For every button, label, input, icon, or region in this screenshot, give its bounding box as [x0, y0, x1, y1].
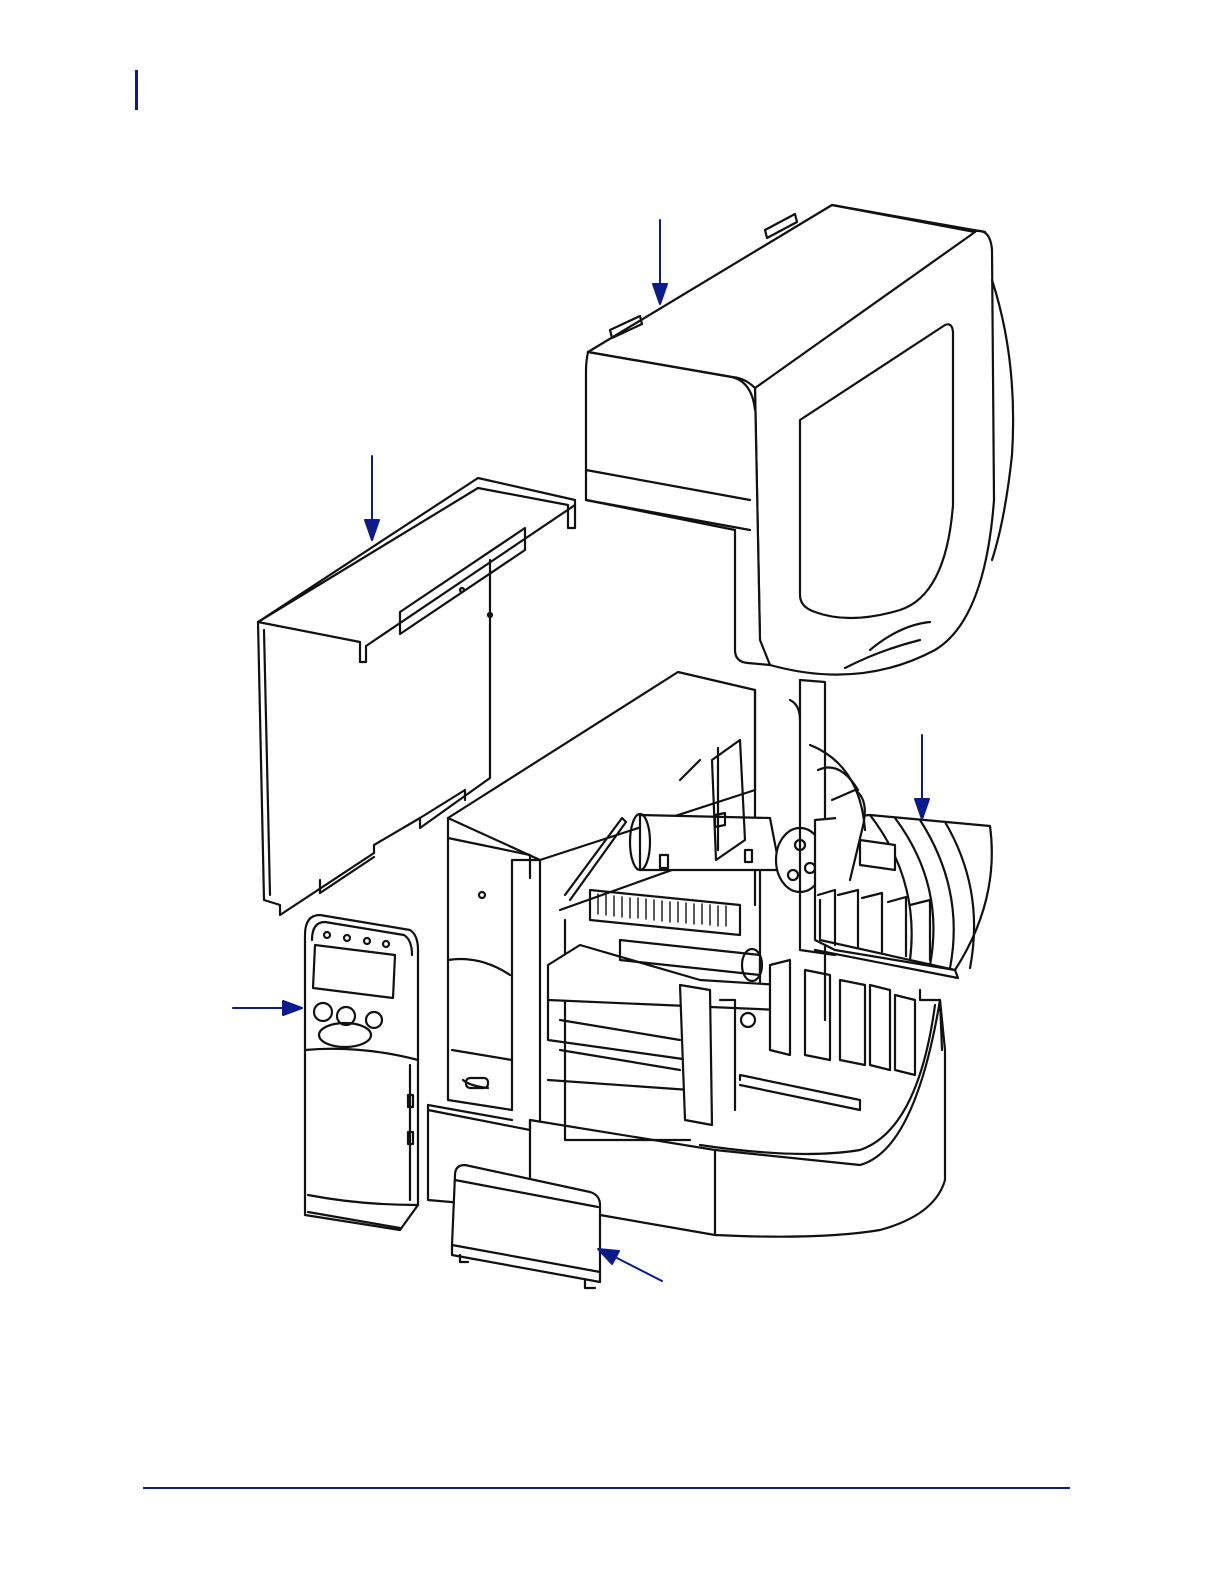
callout-arrow-control-panel: [233, 1001, 302, 1015]
footer-rule: [143, 1487, 1070, 1489]
callout-arrow-media-cover: [653, 220, 667, 304]
callout-arrow-front-panel: [598, 1249, 662, 1281]
callout-arrow-side-plate: [365, 456, 379, 540]
media-guide-tray: [810, 745, 992, 978]
media-cover: [586, 205, 1013, 675]
callout-arrow-media-guide-tray: [915, 735, 929, 819]
front-panel: [452, 1165, 600, 1288]
control-panel: [305, 915, 418, 1230]
